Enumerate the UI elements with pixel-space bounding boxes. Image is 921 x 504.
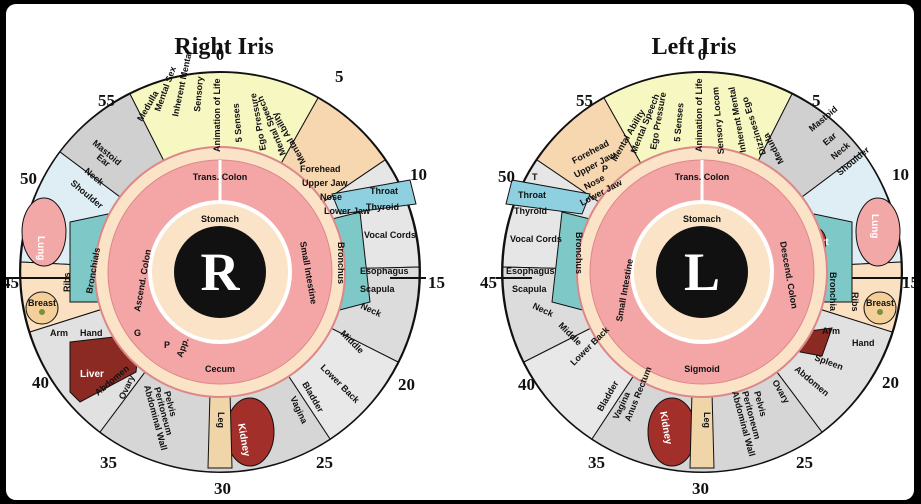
left-scapula-label: Scapula xyxy=(512,284,548,294)
left-throat-label: Throat xyxy=(518,190,546,200)
right-clock-5: 5 xyxy=(335,67,344,86)
left-clock-50: 50 xyxy=(498,167,515,186)
right-5senses-label: 5 Senses xyxy=(231,103,244,143)
left-clock-0: 0 xyxy=(698,45,707,64)
right-esophagus-label: Esophagus xyxy=(360,266,409,276)
right-hand-label: Hand xyxy=(80,328,103,338)
right-scapula-label: Scapula xyxy=(360,284,396,294)
left-ribs-label: Ribs xyxy=(850,292,860,312)
right-lung-label: Lung xyxy=(35,236,46,260)
left-clock-35: 35 xyxy=(588,453,605,472)
left-bronchia-label: Bronchia xyxy=(828,272,838,312)
left-iris-diagram: Lung Heart Kidney L Stomach Trans. Colon… xyxy=(480,45,914,498)
left-sigmoid-label: Sigmoid xyxy=(684,364,720,374)
left-thyroid-label: Thyroid xyxy=(514,206,547,216)
left-clock-25: 25 xyxy=(796,453,813,472)
right-arm-label: Arm xyxy=(50,328,68,338)
left-p-label: P xyxy=(602,164,608,174)
left-hand-label: Hand xyxy=(852,338,875,348)
left-iris-title: Left Iris xyxy=(651,34,737,60)
left-vocal-cords-label: Vocal Cords xyxy=(510,234,562,244)
right-ribs-label: Ribs xyxy=(62,272,72,292)
right-vocal-cords-label: Vocal Cords xyxy=(364,230,416,240)
right-bronchus-label: Bronchus xyxy=(336,242,346,284)
right-clock-40: 40 xyxy=(32,373,49,392)
left-lung-label: Lung xyxy=(869,214,880,238)
left-esophagus-label: Esophagus xyxy=(506,266,555,276)
right-leg-label: Leg xyxy=(216,412,226,428)
right-nose-label: Nose xyxy=(320,192,342,202)
left-clock-40: 40 xyxy=(518,375,535,394)
right-clock-35: 35 xyxy=(100,453,117,472)
left-bronchus-label: Bronchus xyxy=(574,232,584,274)
left-arm-label: Arm xyxy=(822,326,840,336)
right-breast-label: Breast xyxy=(28,298,56,308)
right-clock-55: 55 xyxy=(98,91,115,110)
right-thyroid-label: Thyroid xyxy=(366,202,399,212)
right-clock-50: 50 xyxy=(20,169,37,188)
right-p-label: P xyxy=(164,340,170,350)
right-g-label: G xyxy=(134,328,141,338)
right-forehead-label: Forehead xyxy=(300,164,341,174)
right-center-letter: R xyxy=(201,242,241,302)
left-leg-label: Leg xyxy=(702,412,712,428)
right-clock-30: 30 xyxy=(214,479,231,498)
right-stomach-label: Stomach xyxy=(201,214,239,224)
right-clock-0: 0 xyxy=(216,45,225,64)
left-clock-30: 30 xyxy=(692,479,709,498)
chart-frame: Right Iris Left Iris xyxy=(6,4,914,500)
right-animation-label: Animation of Life xyxy=(212,79,222,153)
left-trans-colon-label: Trans. Colon xyxy=(675,172,730,182)
right-liver-label: Liver xyxy=(80,369,104,380)
right-throat-label: Throat xyxy=(370,186,398,196)
left-clock-20: 20 xyxy=(882,373,899,392)
right-clock-20: 20 xyxy=(398,375,415,394)
left-clock-15: 15 xyxy=(902,273,914,292)
right-iris: Lung Liver Kidney R Stomach Trans. Colon xyxy=(6,45,445,498)
left-stomach-label: Stomach xyxy=(683,214,721,224)
left-clock-55: 55 xyxy=(576,91,593,110)
left-center-letter: L xyxy=(684,242,720,302)
right-clock-10: 10 xyxy=(410,165,427,184)
left-clock-45: 45 xyxy=(480,273,497,292)
right-iris-title: Right Iris xyxy=(174,34,274,60)
right-upper-jaw-label: Upper Jaw xyxy=(302,178,349,188)
left-5senses-label: 5 Senses xyxy=(672,102,685,142)
right-lower-jaw-label: Lower Jaw xyxy=(324,206,371,216)
left-animation-label: Animation of Life xyxy=(694,79,704,153)
right-clock-25: 25 xyxy=(316,453,333,472)
left-iris: Lung Heart Kidney L Stomach Trans. Colon… xyxy=(480,45,914,498)
right-clock-45: 45 xyxy=(6,273,19,292)
right-cecum-label: Cecum xyxy=(205,364,235,374)
right-sensory-label: Sensory xyxy=(192,76,205,112)
right-iris-diagram: Lung Liver Kidney R Stomach Trans. Colon xyxy=(6,45,445,498)
right-clock-15: 15 xyxy=(428,273,445,292)
right-trans-colon-label: Trans. Colon xyxy=(193,172,248,182)
left-breast-label: Breast xyxy=(866,298,894,308)
left-t-label: T xyxy=(532,172,538,182)
left-clock-5: 5 xyxy=(812,91,821,110)
left-clock-10: 10 xyxy=(892,165,909,184)
